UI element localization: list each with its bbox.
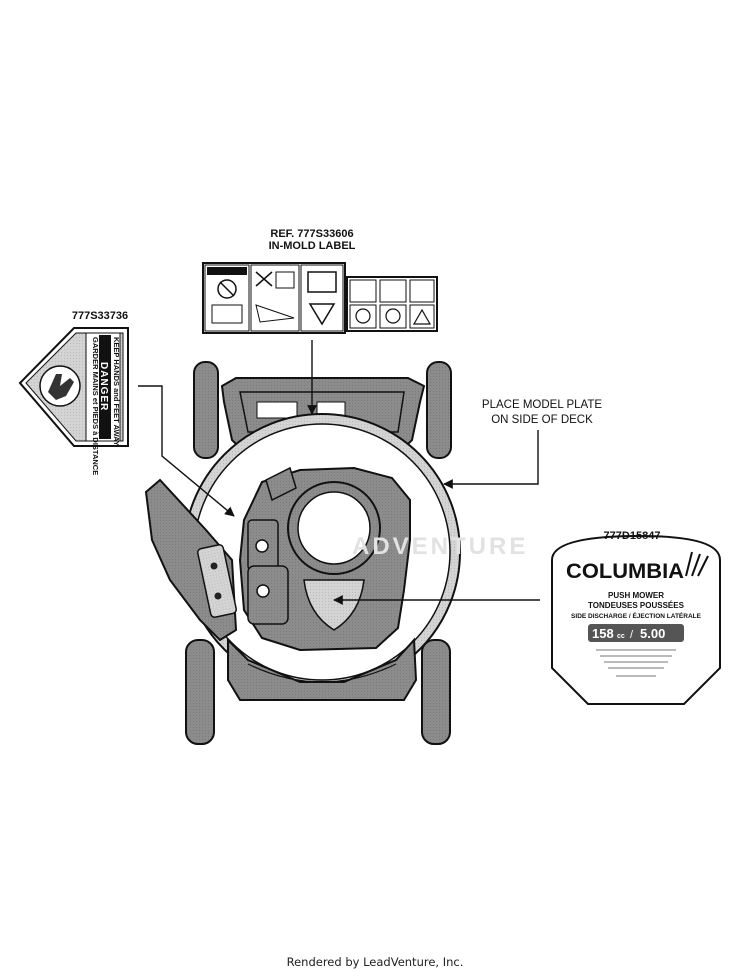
inmold-ref-type: IN-MOLD LABEL: [268, 240, 356, 252]
model-plate-line1: PLACE MODEL PLATE: [481, 399, 603, 411]
wheel-front-right: [426, 361, 452, 459]
danger-line-fr: GARDER MAINS et PIEDS à DISTANCE: [91, 337, 100, 475]
columbia-line1: PUSH MOWER: [608, 591, 664, 600]
model-plate-note: PLACE MODEL PLATE ON SIDE OF DECK: [462, 398, 622, 428]
columbia-cc-unit: cc: [617, 633, 625, 640]
model-plate-spot: [303, 579, 365, 631]
danger-decal: GARDER MAINS et PIEDS à DISTANCE DANGER …: [18, 327, 129, 475]
columbia-line2: TONDEUSES POUSSÉES: [588, 601, 685, 610]
columbia-brand: COLUMBIA: [566, 560, 684, 583]
svg-text:/: /: [630, 629, 634, 641]
inmold-ref-label: REF. 777S33606 IN-MOLD LABEL: [262, 228, 362, 252]
rear-deck: [227, 637, 418, 701]
watermark: ADVENTURE: [352, 533, 529, 560]
columbia-line3: SIDE DISCHARGE / ÉJECTION LATÉRALE: [571, 611, 702, 620]
wheel-front-left: [193, 361, 219, 459]
hand-warning-icon: [48, 374, 74, 400]
inmold-label-decal: [202, 262, 438, 334]
wheel-rear-right: [421, 639, 451, 745]
grass-logo-icon: [685, 551, 709, 577]
footer-credit: Rendered by LeadVenture, Inc.: [286, 955, 464, 969]
columbia-decal: COLUMBIA PUSH MOWER TONDEUSES POUSSÉES S…: [551, 534, 721, 705]
wheel-rear-left: [185, 639, 215, 745]
columbia-ref-label: 777D15847: [603, 530, 661, 542]
danger-ref-label: 777S33736: [71, 310, 129, 322]
model-plate-line2: ON SIDE OF DECK: [491, 414, 593, 426]
columbia-cc: 158: [592, 626, 614, 641]
danger-line-en: KEEP HANDS and FEET AWAY: [112, 337, 121, 446]
columbia-hp: 5.00: [640, 626, 665, 641]
danger-word: DANGER: [98, 362, 109, 411]
inmold-ref-number: REF. 777S33606: [270, 228, 354, 240]
